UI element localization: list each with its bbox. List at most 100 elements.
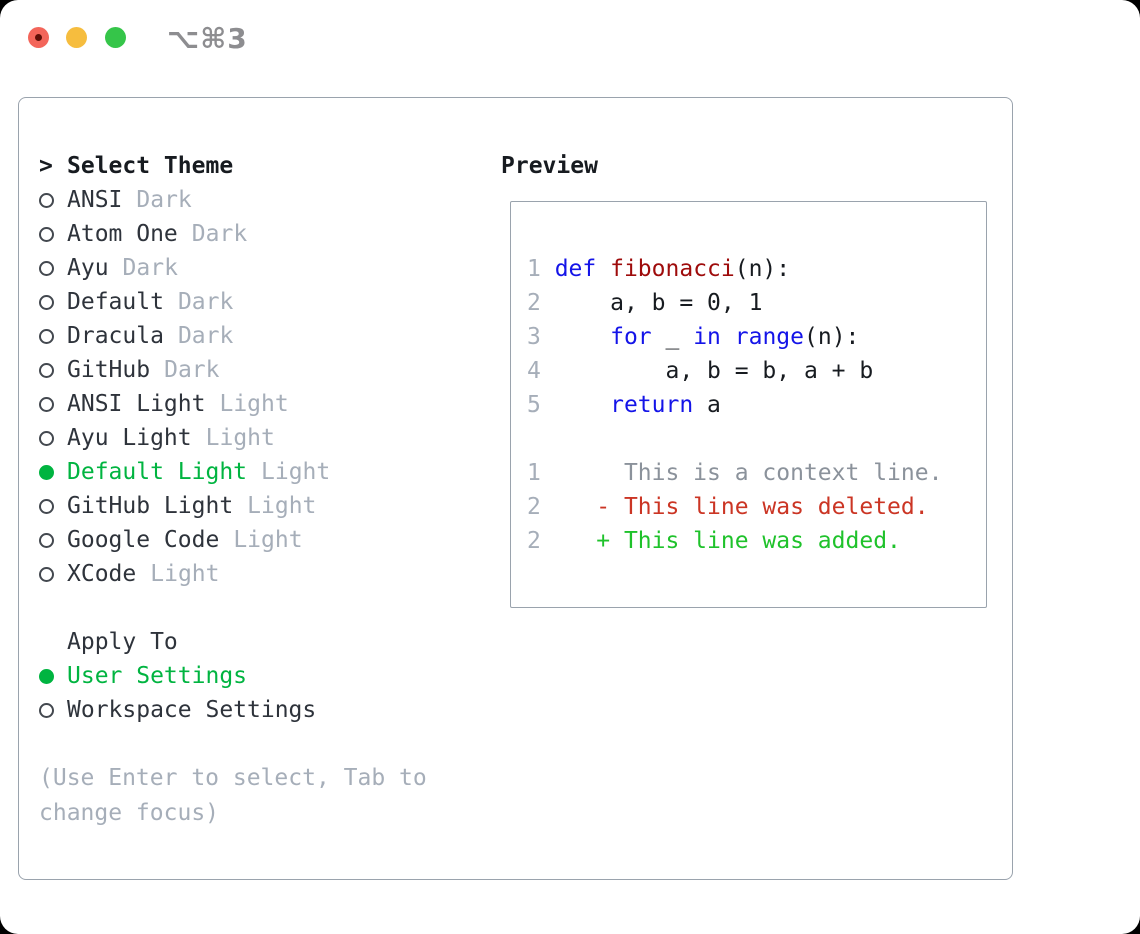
line-number: 2 bbox=[527, 494, 555, 520]
theme-variant: Dark bbox=[164, 357, 220, 383]
radio-icon bbox=[39, 192, 54, 208]
theme-option-dracula-dark[interactable]: Dracula Dark bbox=[39, 319, 479, 353]
token-fn: fibonacci bbox=[610, 256, 735, 282]
theme-variant: Light bbox=[247, 493, 317, 519]
theme-variant: Light bbox=[261, 459, 331, 485]
preview-column: Preview 1 def fibonacci(n):2 a, b = 0, 1… bbox=[501, 149, 1001, 608]
radio-icon bbox=[39, 362, 54, 378]
theme-variant: Dark bbox=[177, 289, 234, 315]
apply-option-label: Workspace Settings bbox=[67, 697, 317, 723]
theme-name: GitHub bbox=[67, 357, 151, 383]
page-title: Select Theme bbox=[67, 153, 234, 179]
theme-name: Default Light bbox=[67, 459, 248, 485]
theme-option-default-light-light[interactable]: Default Light Light bbox=[39, 455, 479, 489]
theme-name: ANSI Light bbox=[67, 391, 206, 417]
token-kw: in bbox=[693, 324, 721, 350]
apply-to-header: Apply To bbox=[39, 625, 479, 659]
token-kw: def bbox=[554, 256, 597, 282]
token-plain: a bbox=[693, 392, 721, 418]
token-plain bbox=[555, 392, 610, 418]
radio-selected-icon bbox=[39, 464, 54, 480]
theme-variant: Light bbox=[150, 561, 220, 587]
prompt-icon: > bbox=[39, 153, 53, 179]
theme-variant: Light bbox=[219, 391, 289, 417]
token-ctx: This is a context line. bbox=[554, 460, 943, 486]
theme-option-atom-one-dark[interactable]: Atom One Dark bbox=[39, 217, 479, 251]
theme-option-default-dark[interactable]: Default Dark bbox=[39, 285, 479, 319]
theme-name: Default bbox=[67, 289, 164, 315]
radio-icon bbox=[39, 226, 54, 242]
theme-variant: Dark bbox=[136, 187, 192, 213]
diff-line: 2 - This line was deleted. bbox=[527, 490, 986, 524]
preview-title: Preview bbox=[501, 153, 598, 179]
close-button[interactable] bbox=[28, 27, 49, 48]
radio-icon bbox=[39, 294, 54, 310]
line-number: 2 bbox=[527, 528, 555, 554]
theme-option-ansi-dark[interactable]: ANSI Dark bbox=[39, 183, 479, 217]
apply-option-user-settings[interactable]: User Settings bbox=[39, 659, 479, 693]
apply-option-workspace-settings[interactable]: Workspace Settings bbox=[39, 693, 479, 727]
token-plain bbox=[555, 324, 610, 350]
apply-option-label: User Settings bbox=[67, 663, 248, 689]
theme-variant: Dark bbox=[177, 323, 234, 349]
unsaved-changes-dot-icon bbox=[35, 34, 42, 41]
radio-icon bbox=[39, 430, 54, 446]
usage-hint: (Use Enter to select, Tab to change focu… bbox=[39, 765, 427, 826]
radio-icon bbox=[39, 702, 54, 718]
window-titlebar: ⌥⌘3 bbox=[0, 0, 1140, 60]
code-line: 1 def fibonacci(n): bbox=[527, 252, 986, 286]
maximize-button[interactable] bbox=[105, 27, 126, 48]
keyboard-shortcut-label: ⌥⌘3 bbox=[167, 22, 248, 55]
diff-preview: 1 This is a context line.2 - This line w… bbox=[527, 456, 986, 558]
theme-option-github-dark[interactable]: GitHub Dark bbox=[39, 353, 479, 387]
code-line: 5 return a bbox=[527, 388, 986, 422]
theme-variant: Light bbox=[205, 425, 275, 451]
radio-icon bbox=[39, 532, 54, 548]
token-plain bbox=[721, 324, 735, 350]
minimize-button[interactable] bbox=[66, 27, 87, 48]
line-number: 1 bbox=[527, 460, 555, 486]
token-plain: _ bbox=[651, 324, 694, 350]
token-plain bbox=[596, 256, 610, 282]
theme-variant: Dark bbox=[191, 221, 248, 247]
radio-selected-icon bbox=[39, 668, 54, 684]
diff-line: 2 + This line was added. bbox=[527, 524, 986, 558]
code-line: 4 a, b = b, a + b bbox=[527, 354, 986, 388]
radio-icon bbox=[39, 498, 54, 514]
token-plain: a, b = 0, 1 bbox=[554, 290, 763, 316]
code-line: 2 a, b = 0, 1 bbox=[527, 286, 986, 320]
token-kw: range bbox=[734, 324, 804, 350]
apply-to-title: Apply To bbox=[67, 629, 178, 655]
radio-icon bbox=[39, 260, 54, 276]
theme-option-ansi-light-light[interactable]: ANSI Light Light bbox=[39, 387, 479, 421]
token-kw: for bbox=[610, 324, 652, 350]
token-add: + This line was added. bbox=[554, 528, 901, 554]
theme-name: Google Code bbox=[67, 527, 220, 553]
code-line: 3 for _ in range(n): bbox=[527, 320, 986, 354]
theme-variant: Dark bbox=[122, 255, 178, 281]
theme-name: Dracula bbox=[67, 323, 164, 349]
token-plain: (n): bbox=[804, 324, 860, 350]
theme-name: ANSI bbox=[67, 187, 123, 213]
token-kw: return bbox=[610, 392, 694, 418]
theme-option-github-light-light[interactable]: GitHub Light Light bbox=[39, 489, 479, 523]
theme-option-xcode-light[interactable]: XCode Light bbox=[39, 557, 479, 591]
line-number: 1 bbox=[527, 256, 555, 282]
diff-line: 1 This is a context line. bbox=[527, 456, 986, 490]
theme-name: XCode bbox=[67, 561, 137, 587]
token-del: - This line was deleted. bbox=[554, 494, 929, 520]
line-number: 5 bbox=[527, 392, 555, 418]
theme-name: Atom One bbox=[67, 221, 178, 247]
theme-name: GitHub Light bbox=[67, 493, 234, 519]
select-theme-header: > Select Theme bbox=[39, 149, 479, 183]
